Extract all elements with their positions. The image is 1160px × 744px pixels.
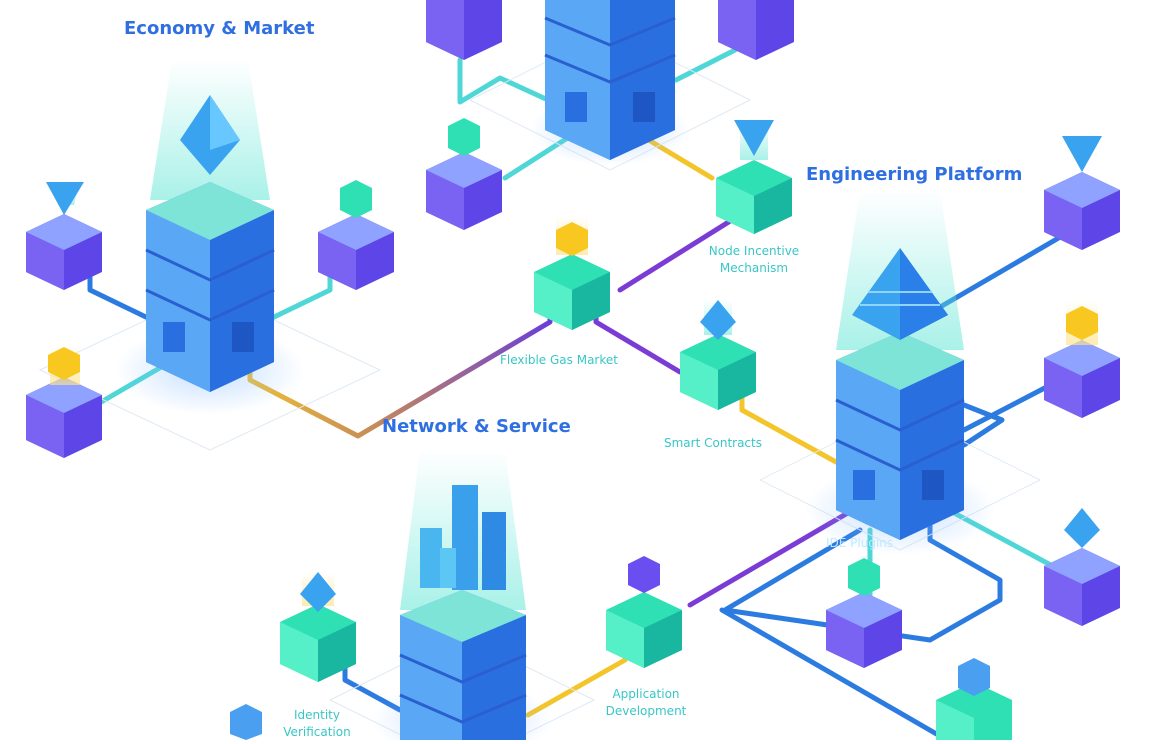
diamond-gem-icon: [300, 572, 336, 612]
teal-cube-flexible-gas: [534, 215, 610, 330]
teal-cube-smart-contracts: [680, 300, 756, 410]
network-hub-tower: [372, 450, 552, 744]
top-hub-tower: [530, 0, 690, 166]
blue-cube-gem-icon: [230, 704, 262, 740]
feature-label-ide-plugins: IDE Plugins: [826, 536, 894, 550]
feature-label-smart-contracts: Smart Contracts: [664, 436, 762, 450]
funnel-gem-icon: [734, 120, 774, 156]
purple-cube-economy-topleft: [26, 180, 102, 290]
purple-cube-gem-icon: [628, 556, 660, 593]
economy-hub-tower: [115, 60, 305, 415]
purple-cube-top-leftlow: [426, 118, 502, 230]
teal-cube-gem-icon: [848, 558, 880, 596]
line-eng-midright2: [961, 402, 1005, 448]
purple-cube-top-left: [426, 0, 502, 60]
purple-cube-top-right: [718, 0, 794, 60]
teal-cube-application-dev: [606, 556, 682, 668]
network-hub-title: Network & Service: [382, 416, 571, 437]
blue-cube-gem-icon: [958, 658, 990, 696]
teal-cube-gem-icon: [340, 180, 372, 218]
teal-cube-identity: [280, 572, 356, 682]
purple-cube-eng-topright: [1044, 136, 1120, 250]
diamond-gem-icon: [1064, 508, 1100, 548]
teal-cube-bottomright: [936, 658, 1012, 740]
purple-cube-eng-bottom: [826, 558, 902, 668]
funnel-gem-icon: [46, 182, 84, 215]
engineering-hub-tower: [805, 190, 995, 555]
teal-cube-gem-icon: [448, 118, 480, 156]
line-top-left: [457, 57, 551, 105]
line-eng-loop2: [719, 607, 943, 739]
gold-cube-gem-icon: [48, 347, 80, 380]
city-buildings-icon: [420, 485, 506, 590]
blue-cube-bottomleft: [230, 704, 262, 740]
feature-label-flexible-gas: Flexible Gas Market: [500, 353, 618, 367]
feature-label-identity: Identity Verification: [283, 708, 351, 739]
diamond-gem-icon: [700, 300, 736, 340]
purple-cube-economy-bottomleft: [26, 345, 102, 458]
economy-hub-title: Economy & Market: [124, 18, 315, 39]
gold-cube-gem-icon: [1066, 306, 1098, 340]
feature-label-application-dev: Application Development: [605, 687, 687, 718]
gold-cube-gem-icon: [556, 222, 588, 256]
purple-cube-eng-lowright: [1044, 508, 1120, 626]
purple-cube-economy-right: [318, 180, 394, 290]
teal-cube-node-incentive: [716, 120, 792, 234]
funnel-gem-icon: [1062, 136, 1102, 172]
engineering-hub-title: Engineering Platform: [806, 164, 1023, 185]
purple-cube-eng-midright: [1044, 300, 1120, 418]
feature-label-node-incentive: Node Incentive Mechanism: [708, 244, 800, 275]
